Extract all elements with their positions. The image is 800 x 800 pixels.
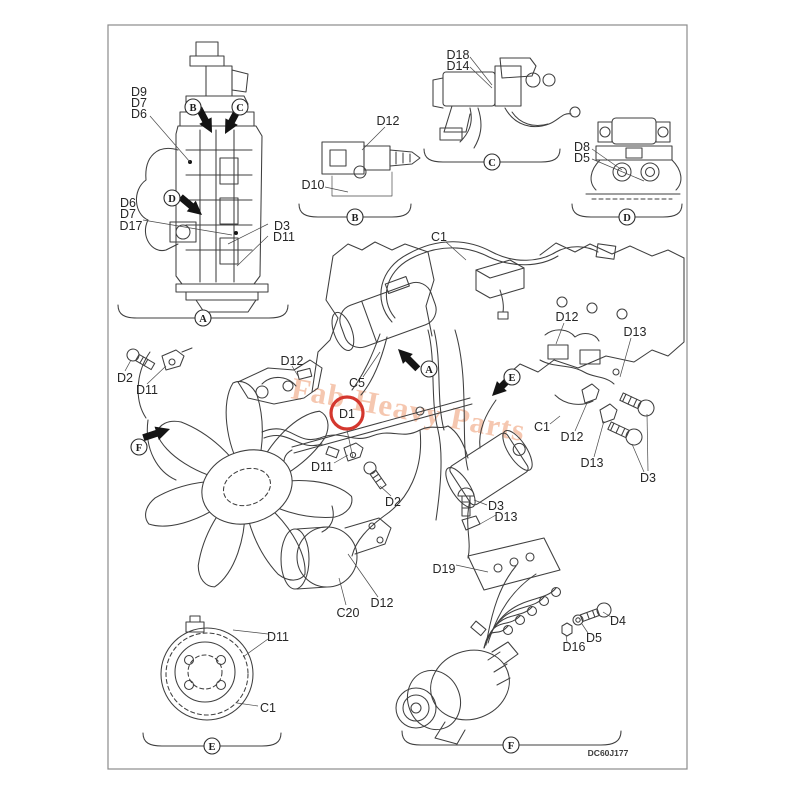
part-labels: D9 D7 D6 D6 D7 D17 D3 D11 D12 D10 D18 D1… xyxy=(117,48,656,715)
marker-d-arrow: D xyxy=(163,189,181,207)
label-d8: D8 xyxy=(574,140,590,154)
label-r-d13-top: D13 xyxy=(624,325,647,339)
label-r-d13-mid: D13 xyxy=(581,456,604,470)
marker-a-arrow: A xyxy=(420,360,438,378)
compressor-c20 xyxy=(280,505,392,590)
label-c20: C20 xyxy=(337,606,360,620)
label-d17: D17 xyxy=(120,219,143,233)
marker-f-bracket: F xyxy=(502,736,520,754)
label-c-d3: D3 xyxy=(488,499,504,513)
alternator xyxy=(395,565,612,745)
fuel-solenoid-part xyxy=(321,141,421,197)
harness-d1 xyxy=(261,329,497,557)
label-a-d11: D11 xyxy=(273,230,295,244)
label-d4: D4 xyxy=(610,614,626,628)
starter-c5 xyxy=(331,276,437,396)
label-d16: D16 xyxy=(563,640,586,654)
label-r-d12-top: D12 xyxy=(556,310,579,324)
svg-text:D: D xyxy=(623,213,631,224)
svg-text:B: B xyxy=(351,213,358,224)
label-alt-d5: D5 xyxy=(586,631,602,645)
label-c-d11: D11 xyxy=(311,460,333,474)
label-c-d13: D13 xyxy=(495,510,518,524)
svg-text:E: E xyxy=(508,373,515,384)
label-d6-left: D6 xyxy=(120,196,136,210)
page-border xyxy=(107,24,688,770)
svg-text:A: A xyxy=(199,314,207,325)
label-d9: D9 xyxy=(131,85,147,99)
label-d19: D19 xyxy=(433,562,456,576)
section-c-leaders xyxy=(469,56,493,89)
label-d7-left: D7 xyxy=(120,207,136,221)
marker-a-bracket: A xyxy=(194,309,212,327)
svg-text:D: D xyxy=(168,194,176,205)
highlight-circle-d1: D1 xyxy=(329,395,365,431)
label-b-d10: D10 xyxy=(302,178,325,192)
svg-text:E: E xyxy=(208,742,215,753)
label-d18: D18 xyxy=(447,48,470,62)
label-c-d2: D2 xyxy=(385,495,401,509)
label-l-d11: D11 xyxy=(136,383,158,397)
flywheel-leaders xyxy=(232,629,269,707)
oil-filter xyxy=(445,430,533,559)
svg-text:F: F xyxy=(136,443,142,454)
fasteners xyxy=(126,347,655,531)
label-c1-top: C1 xyxy=(431,230,447,244)
view-arrows xyxy=(142,106,515,441)
label-c5: C5 xyxy=(349,376,365,390)
svg-text:A: A xyxy=(425,365,433,376)
label-l-d2: D2 xyxy=(117,371,133,385)
label-d12-left: D12 xyxy=(281,354,304,368)
connector-plate-d19 xyxy=(467,537,561,591)
marker-b-bracket: B xyxy=(346,208,364,226)
svg-text:B: B xyxy=(189,103,196,114)
marker-d-bracket: D xyxy=(618,208,636,226)
svg-text:C: C xyxy=(236,103,244,114)
marker-c-arrow: C xyxy=(231,98,249,116)
flywheel xyxy=(160,615,254,721)
marker-e-bracket: E xyxy=(203,737,221,755)
cooling-fan xyxy=(145,380,353,588)
svg-text:F: F xyxy=(508,741,514,752)
marker-c-bracket: C xyxy=(483,153,501,171)
marker-b-arrow: B xyxy=(184,98,202,116)
label-fw-d11: D11 xyxy=(267,630,289,644)
section-markers: A A B B C C D D E E F F xyxy=(130,98,636,755)
section-a-leaders xyxy=(142,115,269,267)
label-r-c1: C1 xyxy=(534,420,550,434)
section-b-leaders xyxy=(324,126,386,193)
main-engine-outline xyxy=(311,241,685,405)
section-d-leaders xyxy=(591,148,645,182)
label-fw-c1: C1 xyxy=(260,701,276,715)
thermostat-housing xyxy=(137,351,323,481)
engine-side-view xyxy=(135,41,269,313)
center-leaders xyxy=(124,241,649,606)
label-d12-bottom: D12 xyxy=(371,596,394,610)
label-r-d12-mid: D12 xyxy=(561,430,584,444)
marker-f-arrow: F xyxy=(130,438,148,456)
label-d1: D1 xyxy=(339,407,355,421)
alternator-leaders xyxy=(455,564,612,643)
label-a-d3: D3 xyxy=(274,219,290,233)
label-d7-top: D7 xyxy=(131,96,147,110)
starter-assembly-part xyxy=(432,57,581,149)
label-r-d3: D3 xyxy=(640,471,656,485)
label-b-d12: D12 xyxy=(377,114,400,128)
label-d14: D14 xyxy=(447,59,470,73)
marker-e-arrow: E xyxy=(503,368,521,386)
label-d6-top: D6 xyxy=(131,107,147,121)
glow-plug-part xyxy=(585,117,682,200)
svg-text:C: C xyxy=(488,158,496,169)
doc-code: DC60J177 xyxy=(588,748,629,758)
label-d-d5: D5 xyxy=(574,151,590,165)
section-brackets xyxy=(117,148,683,747)
